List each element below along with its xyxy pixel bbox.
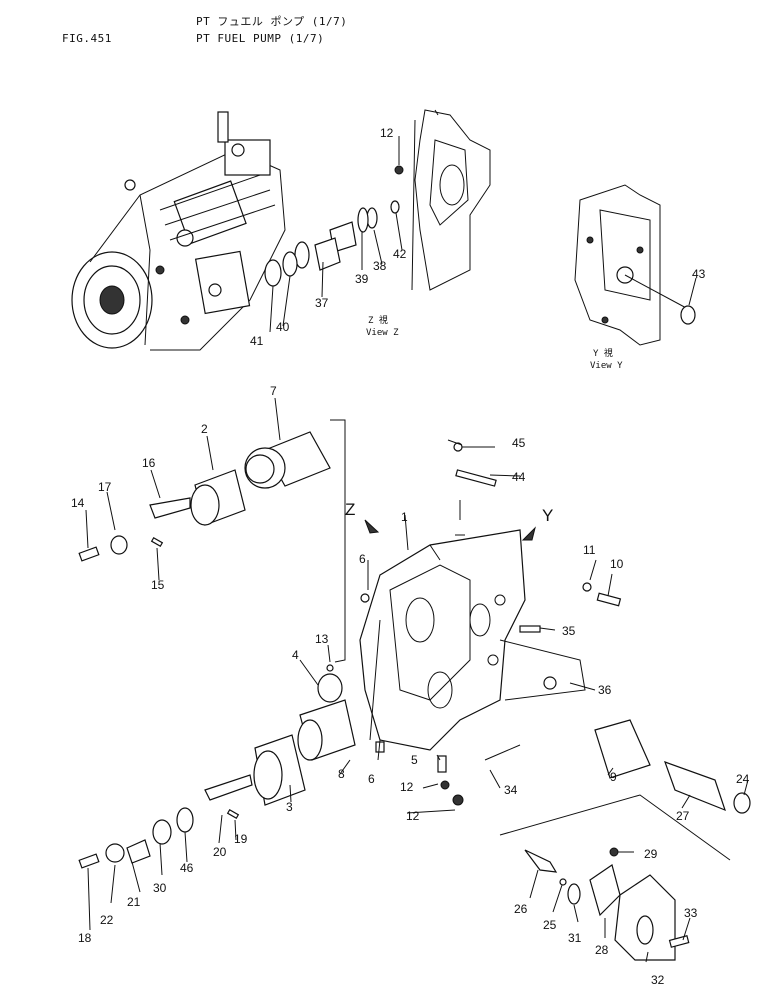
callout-label: 15: [151, 578, 165, 592]
callout-label: 45: [512, 436, 526, 450]
callout-label: 36: [598, 683, 612, 697]
callout-label: 19: [234, 832, 248, 846]
callout-label: 30: [153, 881, 167, 895]
callout-label: 24: [736, 772, 750, 786]
callout-label: 11: [583, 543, 596, 557]
callout-label: 12: [406, 809, 420, 823]
title-english: PT FUEL PUMP (1/7): [196, 32, 325, 45]
callout-label: 41: [250, 334, 264, 348]
callout-label: 40: [276, 320, 290, 334]
callout-label: 14: [71, 496, 85, 510]
callout-label: 37: [315, 296, 329, 310]
callout-label: 8: [338, 767, 345, 781]
callout-label: 17: [98, 480, 112, 494]
view-arrows: Z Y Z 視 View Z Y 視 View Y: [345, 314, 623, 541]
callout-label: 21: [127, 895, 141, 909]
fig-number: FIG.451: [62, 32, 112, 45]
callout-label: 12: [380, 126, 394, 140]
view-y-jp-label: Y 視: [593, 347, 613, 359]
callout-label: 27: [676, 809, 690, 823]
callout-label: 3: [286, 800, 293, 814]
callout-label: 2: [201, 422, 208, 436]
callout-label: 10: [610, 557, 624, 571]
callout-label: 42: [393, 247, 407, 261]
callout-label: 39: [355, 272, 369, 286]
callout-label: 28: [595, 943, 609, 957]
view-z-jp-label: Z 視: [368, 314, 388, 326]
view-y-letter: Y: [542, 506, 553, 525]
callout-label: 31: [568, 931, 582, 945]
callout-label: 18: [78, 931, 92, 945]
callout-label: 9: [610, 770, 617, 784]
callout-label: 33: [684, 906, 698, 920]
callout-label: 13: [315, 632, 329, 646]
callout-label: 6: [359, 552, 366, 566]
callout-label: 25: [543, 918, 557, 932]
callout-label: 38: [373, 259, 387, 273]
left-parts-illustration: [78, 419, 464, 869]
callout-label: 6: [368, 772, 375, 786]
callout-label: 32: [651, 973, 665, 986]
view-z-letter: Z: [345, 500, 355, 519]
callout-label: 7: [270, 384, 277, 398]
callout-12-repeats: 12 12 6: [368, 772, 420, 823]
view-z-illustration: [264, 109, 491, 291]
leader-lines: [85, 136, 749, 963]
callout-label: 20: [213, 845, 227, 859]
callout-label: 43: [692, 267, 706, 281]
callout-label: 46: [180, 861, 194, 875]
callout-label: 16: [142, 456, 156, 470]
callout-label: 44: [512, 470, 526, 484]
callout-label: 29: [644, 847, 658, 861]
callout-label: 26: [514, 902, 528, 916]
callout-label: 1: [401, 510, 408, 524]
pump-assembly-illustration: [71, 111, 286, 351]
pump-housing-illustration: [359, 442, 586, 751]
title-japanese: PT フュエル ポンプ (1/7): [196, 15, 348, 28]
view-z-en-label: View Z: [366, 328, 399, 338]
view-y-illustration: [574, 184, 696, 346]
callout-label: 4: [292, 648, 299, 662]
callout-label: 12: [400, 780, 414, 794]
callout-label: 22: [100, 913, 114, 927]
view-y-en-label: View Y: [590, 361, 623, 371]
callout-label: 5: [411, 753, 418, 767]
callout-numbers: 1 2 3 4 5 6 7 8 9 10 11 12 13 14 15 16 1…: [71, 126, 750, 986]
callout-label: 34: [504, 783, 518, 797]
callout-label: 35: [562, 624, 576, 638]
